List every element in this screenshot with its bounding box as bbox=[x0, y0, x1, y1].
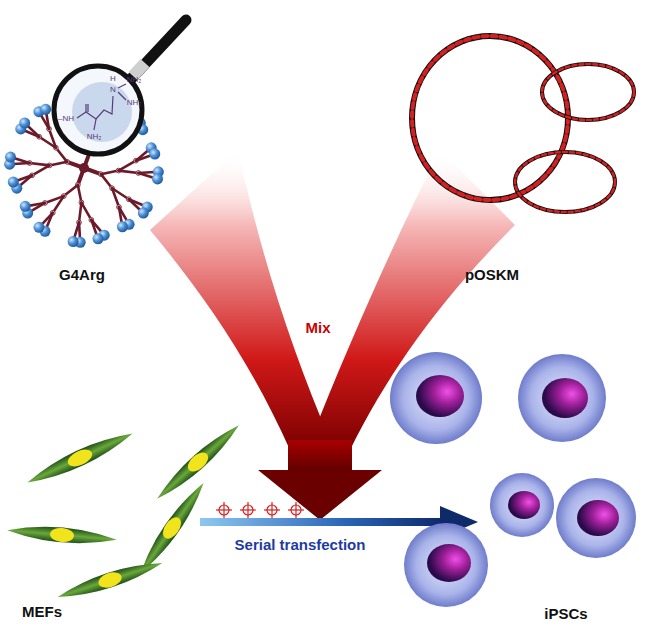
arginine-bead bbox=[5, 152, 16, 163]
label: Mix bbox=[305, 320, 330, 337]
mef-cells bbox=[7, 420, 244, 605]
dendrimer-core bbox=[79, 163, 89, 173]
arginine-bead bbox=[93, 233, 104, 244]
chem-label: NH₂ bbox=[87, 133, 102, 142]
chem-label: H bbox=[110, 75, 116, 84]
arginine-bead bbox=[138, 208, 149, 219]
label: Serial transfection bbox=[235, 537, 366, 554]
arginine-bead bbox=[152, 173, 163, 184]
dendrimer-branch bbox=[45, 196, 64, 203]
dendrimer-branch bbox=[32, 165, 49, 175]
chem-label: NH₂ bbox=[127, 76, 142, 85]
arginine-bead bbox=[20, 201, 31, 212]
complex-icons bbox=[216, 502, 304, 518]
mix-shaft bbox=[288, 440, 352, 474]
dendrimer-branch bbox=[30, 163, 50, 165]
chem-label: –NH bbox=[58, 115, 74, 124]
arginine-bead bbox=[8, 177, 19, 188]
label: pOSKM bbox=[465, 267, 519, 284]
arginine-bead bbox=[68, 236, 79, 247]
chem-label: NH₂ bbox=[127, 99, 142, 108]
dendrimer-branch bbox=[119, 161, 136, 171]
label: iPSCs bbox=[544, 606, 587, 623]
dendrimer-branch bbox=[79, 203, 81, 223]
arginine-bead bbox=[117, 221, 128, 232]
ipsc-cells bbox=[390, 352, 636, 607]
dendrimer-branch bbox=[112, 188, 119, 207]
arginine-bead bbox=[40, 104, 51, 115]
mix-fan-right bbox=[310, 150, 515, 450]
dendrimer-branch bbox=[81, 203, 91, 220]
dendrimer-branch bbox=[119, 171, 139, 173]
label: G4Arg bbox=[59, 267, 105, 284]
mix-arrowhead bbox=[258, 470, 382, 520]
arginine-bead bbox=[149, 148, 160, 159]
label: MEFs bbox=[22, 604, 62, 621]
mix-fan-left bbox=[150, 150, 330, 450]
arginine-bead bbox=[19, 117, 30, 128]
arginine-bead bbox=[33, 222, 44, 233]
plasmid bbox=[412, 36, 634, 212]
dendrimer-branch bbox=[49, 129, 56, 148]
chem-label: N bbox=[110, 86, 116, 95]
magnifier bbox=[54, 20, 186, 154]
